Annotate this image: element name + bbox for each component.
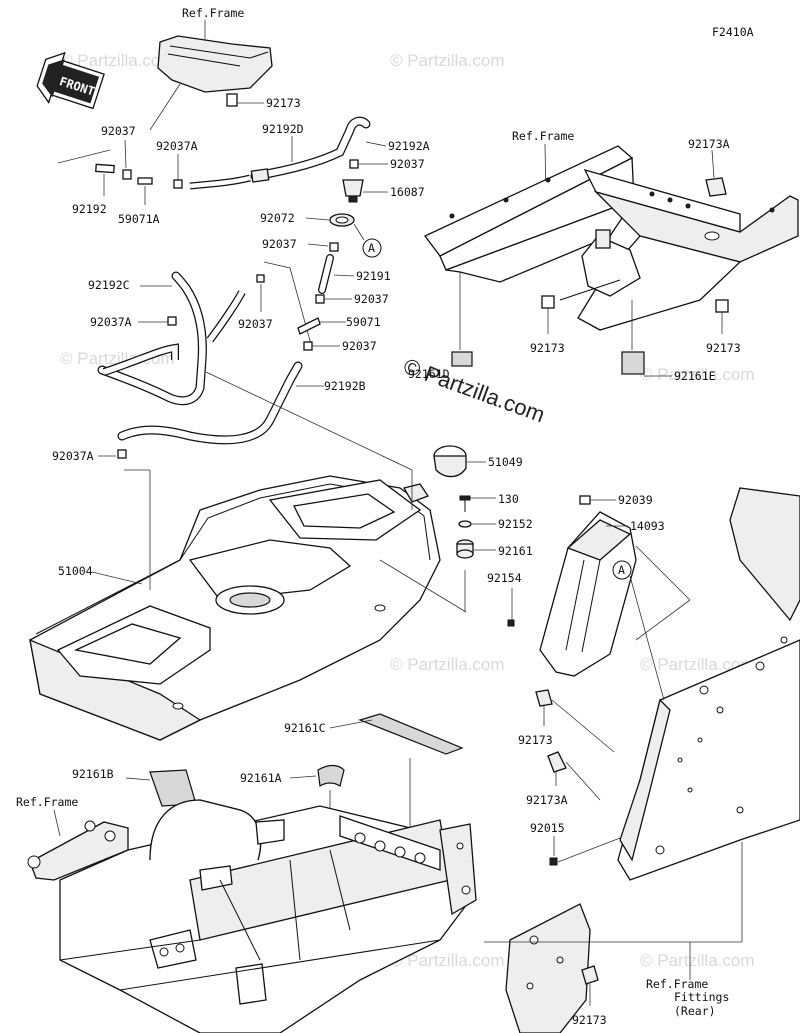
watermark-main: © Partzilla.com — [400, 353, 548, 427]
clip-92173-right1: 92173 — [530, 295, 565, 355]
pad-92161C: 92161C — [284, 713, 464, 870]
watermark: © Partzilla.com — [640, 365, 755, 384]
bolt-130-stack: 130 92152 92161 — [379, 492, 533, 613]
heat-guard-14093: 92039 14093 92154 — [487, 493, 691, 677]
part-label: 92161A — [240, 771, 282, 785]
figure-code: F2410A — [712, 25, 754, 39]
part-label: 59071 — [346, 315, 381, 329]
frame-crossmember-right: Ref.Frame — [423, 129, 799, 331]
pad-92161D: 92161D — [408, 268, 473, 381]
part-label: 92173 — [530, 341, 565, 355]
ref-frame-left-label: Ref.Frame — [16, 795, 78, 809]
fuel-tank-51004: 51004 92037A — [29, 449, 441, 741]
clip-92173-right2: 92173 — [706, 299, 741, 355]
hose-92192C: 92192C 92037A — [88, 271, 246, 406]
frame-fragment-top: Ref.Frame — [149, 6, 273, 131]
part-label: 92037 — [390, 157, 425, 171]
part-label: 16087 — [390, 185, 425, 199]
ref-frame-fittings-rear: Ref.Frame Fittings (Rear) — [484, 842, 743, 1018]
clip-92173-top: 92173 — [226, 93, 301, 110]
pad-92161B: 92161B — [72, 767, 197, 946]
hose-92191: 92037 92191 — [262, 237, 391, 294]
part-label: 92192C — [88, 278, 130, 292]
clip-92173A-right: 92173A — [688, 137, 730, 197]
watermark: © Partzilla.com — [60, 51, 175, 70]
part-label: 92161E — [674, 369, 716, 383]
hose-92192B: 92192B — [117, 361, 413, 471]
part-label: 92037 — [101, 124, 136, 138]
watermark: © Partzilla.com — [640, 655, 755, 674]
part-label: 14093 — [630, 519, 665, 533]
part-label: 92173 — [518, 733, 553, 747]
ref-fittings-label: (Rear) — [674, 1004, 716, 1018]
circle-ref-a: A — [368, 241, 375, 255]
small-clamps-center: 92037 92037 59071 92037 — [238, 261, 389, 353]
ref-fittings-label: Ref.Frame — [646, 977, 708, 991]
watermark: © Partzilla.com — [390, 655, 505, 674]
part-label: 92015 — [530, 821, 565, 835]
main-frame-bottom: Ref.Frame — [16, 795, 477, 1033]
part-label: 92173 — [706, 341, 741, 355]
part-label: 92173 — [266, 96, 301, 110]
rear-fittings-panel: A — [612, 487, 800, 881]
part-label: 92152 — [498, 517, 533, 531]
part-label: 92037 — [238, 317, 273, 331]
circle-ref-a: A — [618, 563, 625, 577]
pad-92161E: 92161E — [621, 300, 716, 383]
part-label: 92037 — [354, 292, 389, 306]
rear-fitting-bottom: 92173 — [505, 903, 607, 1033]
hose-92192D: 92192D 92192A — [189, 116, 430, 190]
valve-stack: 92037 16087 92072 A — [260, 157, 425, 258]
part-label: 92037A — [52, 449, 94, 463]
part-label: 92191 — [356, 269, 391, 283]
part-label: 92173 — [572, 1013, 607, 1027]
part-label: 51049 — [488, 455, 523, 469]
part-label: 92037A — [90, 315, 132, 329]
part-label: 92072 — [260, 211, 295, 225]
part-label: 92161D — [408, 367, 450, 381]
front-arrow-icon: FRONT — [36, 51, 105, 110]
part-label: 92154 — [487, 571, 522, 585]
part-label: 92037A — [156, 139, 198, 153]
ref-fittings-label: Fittings — [674, 990, 729, 1004]
part-label: 92173A — [526, 793, 568, 807]
part-label: 92161B — [72, 767, 114, 781]
watermark: © Partzilla.com — [390, 951, 505, 970]
part-label: 92161C — [284, 721, 326, 735]
clips-middle-right: 92173 92173A 92015 — [518, 689, 621, 866]
part-label: 92161 — [498, 544, 533, 558]
ref-frame-top-label: Ref.Frame — [182, 6, 244, 20]
part-label: 59071A — [118, 212, 160, 226]
part-label: 51004 — [58, 564, 93, 578]
pad-92161A: 92161A — [240, 764, 345, 890]
part-label: 130 — [498, 492, 519, 506]
fuel-cap-51049: 51049 — [433, 445, 523, 478]
part-label: 92039 — [618, 493, 653, 507]
watermark: © Partzilla.com — [390, 51, 505, 70]
watermark: © Partzilla.com — [640, 951, 755, 970]
part-label: 92037 — [262, 237, 297, 251]
fittings-left-top: 92037 92037A 92192 59071A — [57, 124, 198, 226]
part-label: 92192B — [324, 379, 366, 393]
part-label: 92173A — [688, 137, 730, 151]
part-label: 92192D — [262, 122, 304, 136]
part-label: 92192A — [388, 139, 430, 153]
part-label: 92037 — [342, 339, 377, 353]
part-label: 92192 — [72, 202, 107, 216]
ref-frame-right-label: Ref.Frame — [512, 129, 574, 143]
